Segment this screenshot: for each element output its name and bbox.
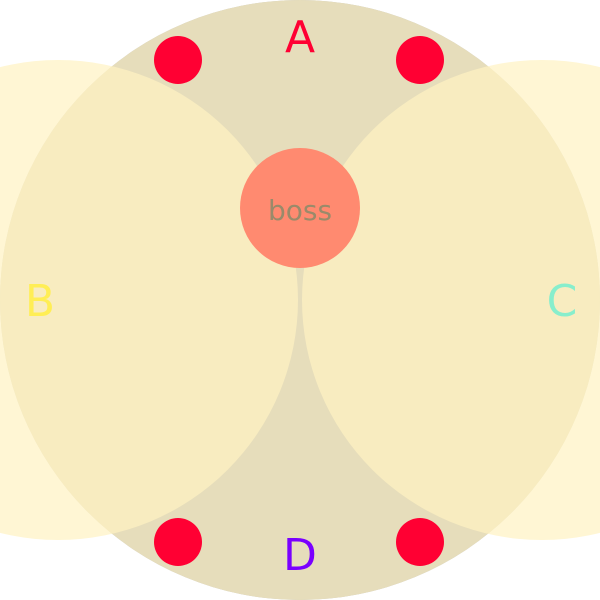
player-dot-top-left[interactable] xyxy=(154,36,202,84)
waymark-d: D xyxy=(283,530,317,581)
player-dot-top-right[interactable] xyxy=(396,36,444,84)
aoe-zone-west xyxy=(0,60,298,540)
boss-label: boss xyxy=(268,194,332,227)
waymark-c: C xyxy=(547,276,578,327)
waymark-b: B xyxy=(25,276,55,327)
boss-circle[interactable] xyxy=(240,148,360,268)
waymark-a: A xyxy=(285,12,315,63)
player-dot-bottom-left[interactable] xyxy=(154,518,202,566)
player-dot-bottom-right[interactable] xyxy=(396,518,444,566)
aoe-zone-east xyxy=(302,60,600,540)
